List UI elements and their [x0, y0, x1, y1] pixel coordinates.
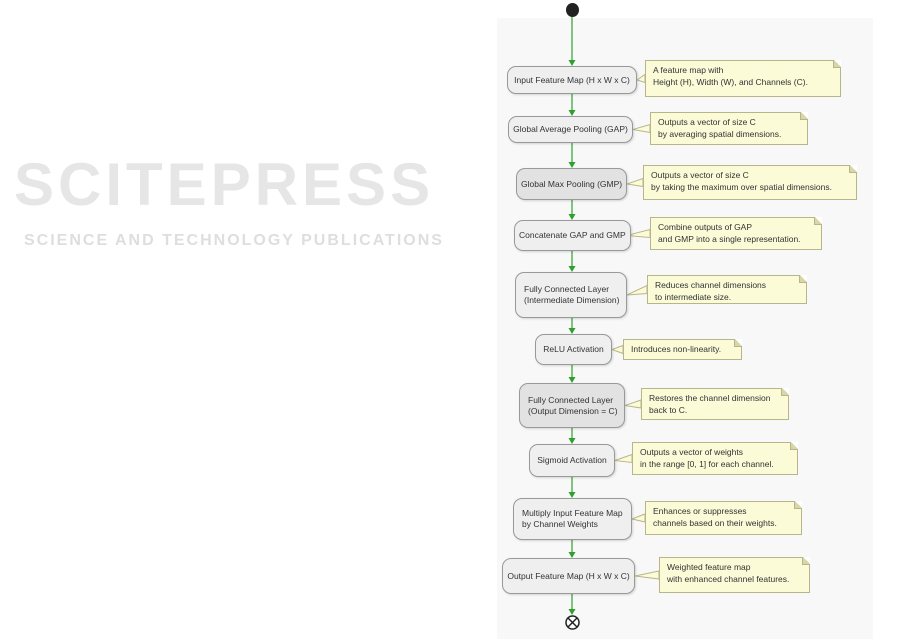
flow-arrow [568, 251, 576, 272]
flow-arrow [568, 143, 576, 168]
activity-node: Output Feature Map (H x W x C) [502, 558, 635, 594]
note-connector [634, 570, 660, 580]
activity-node: Concatenate GAP and GMP [514, 220, 631, 251]
activity-label: Input Feature Map (H x W x C) [514, 74, 630, 85]
note-connector [626, 284, 648, 296]
flow-arrow [568, 94, 576, 116]
note-connector [624, 399, 642, 409]
flow-arrow [568, 200, 576, 220]
end-node-icon [565, 615, 580, 630]
activity-label: Concatenate GAP and GMP [519, 230, 626, 240]
start-node-icon [566, 3, 579, 17]
activity-label: Output Feature Map (H x W x C) [507, 570, 630, 581]
note-connector [632, 123, 651, 134]
activity-node: Global Average Pooling (GAP) [508, 116, 633, 143]
flow-arrow [568, 318, 576, 334]
activity-label: Global Max Pooling (GMP) [521, 178, 623, 189]
watermark-title: SCITEPRESS [14, 151, 435, 218]
activity-node: Global Max Pooling (GMP) [516, 168, 628, 200]
note-connector [614, 453, 633, 464]
activity-node: Fully Connected Layer(Output Dimension =… [519, 383, 625, 428]
flow-arrow [568, 17, 576, 66]
activity-note: Introduces non-linearity. [623, 339, 742, 360]
activity-label: Fully Connected Layer(Output Dimension =… [528, 394, 618, 416]
flow-arrow [568, 477, 576, 498]
activity-label: Sigmoid Activation [537, 455, 607, 465]
activity-label: Fully Connected Layer(Intermediate Dimen… [524, 284, 620, 305]
note-connector [626, 177, 644, 188]
activity-node: Fully Connected Layer(Intermediate Dimen… [515, 272, 627, 318]
note-connector [631, 513, 646, 523]
activity-node: Sigmoid Activation [529, 444, 615, 477]
flow-arrow [568, 594, 576, 615]
activity-label: Global Average Pooling (GAP) [513, 124, 628, 134]
activity-label: ReLU Activation [543, 344, 604, 354]
activity-node: Input Feature Map (H x W x C) [507, 66, 637, 94]
note-connector [636, 73, 646, 84]
flow-arrow [568, 365, 576, 383]
watermark-subtitle: SCIENCE AND TECHNOLOGY PUBLICATIONS [24, 232, 444, 249]
flow-arrow [568, 428, 576, 444]
flow-arrow [568, 540, 576, 558]
note-connector [611, 344, 624, 355]
activity-node: ReLU Activation [535, 334, 612, 365]
